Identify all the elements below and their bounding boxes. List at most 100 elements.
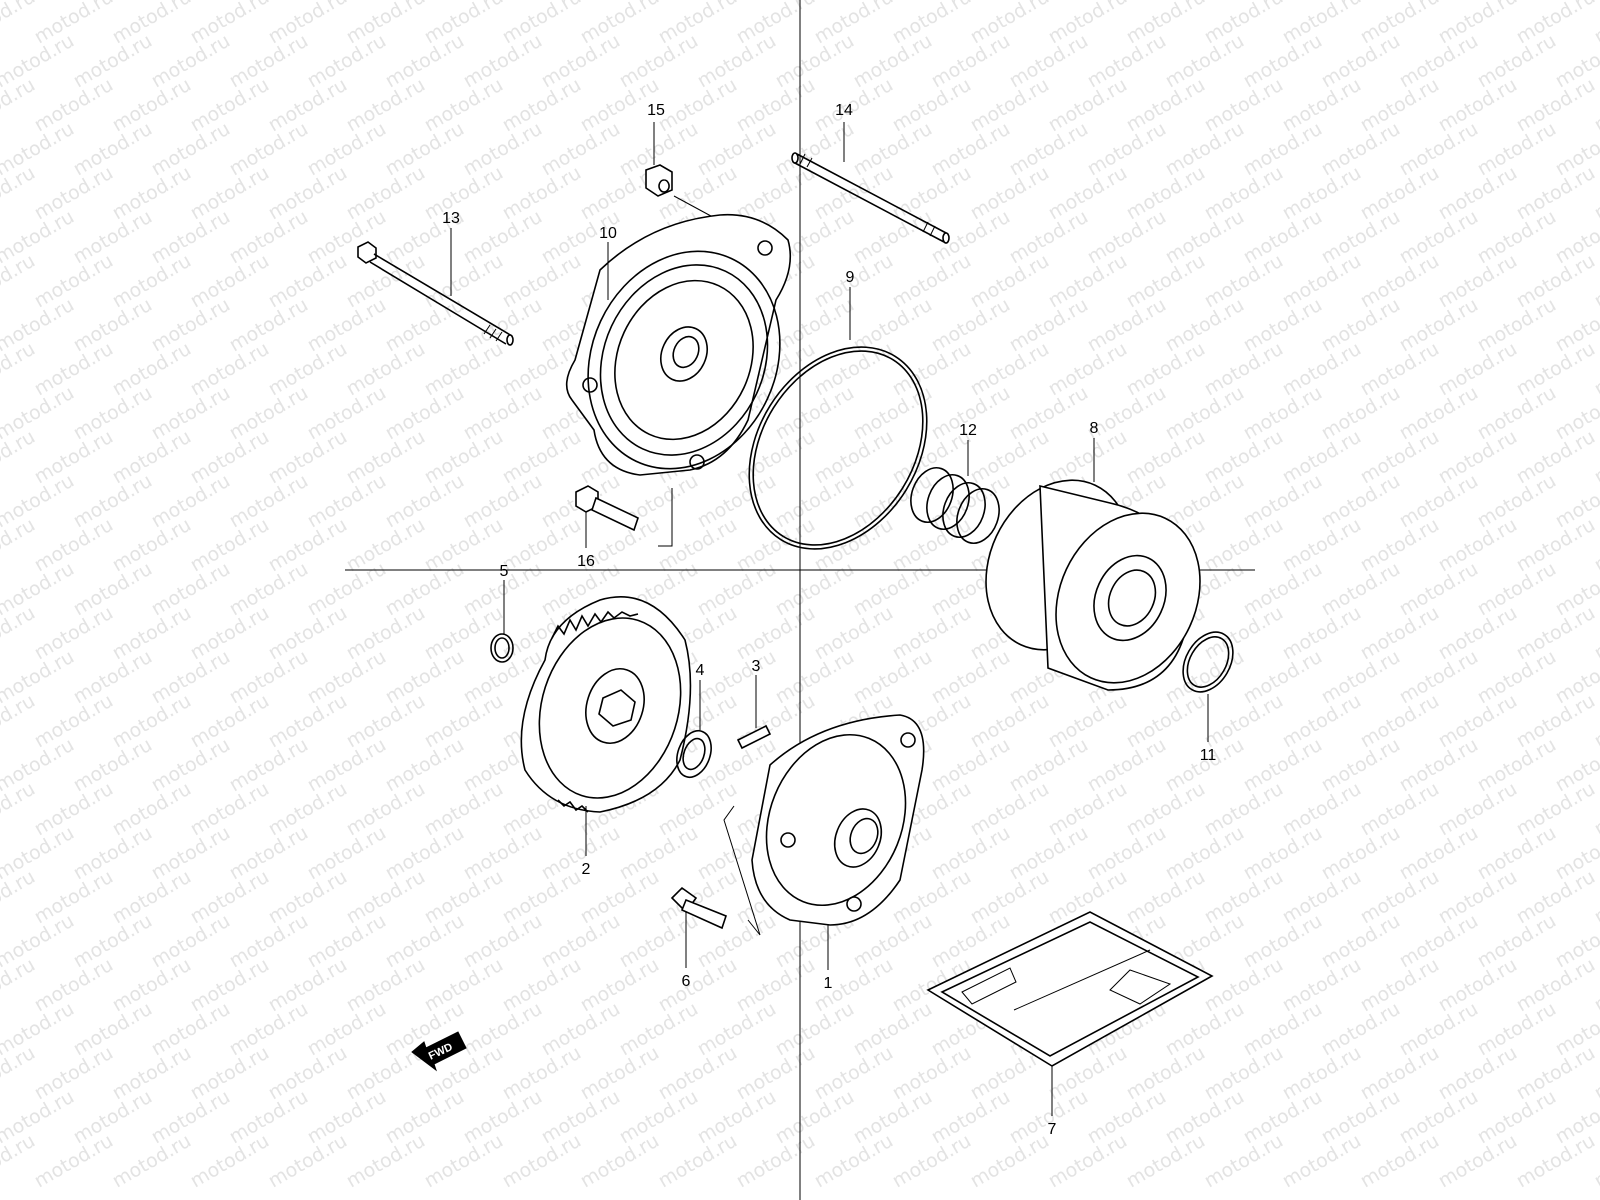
watermark-text: motod.ru	[265, 1042, 351, 1105]
watermark-text: motod.ru	[1357, 778, 1443, 841]
part-13-bolt[interactable]	[357, 241, 514, 346]
watermark-text: motod.ru	[226, 1086, 312, 1149]
watermark-text: motod.ru	[1396, 998, 1482, 1061]
watermark-text: motod.ru	[577, 0, 663, 48]
watermark-text: motod.ru	[733, 74, 819, 137]
callout-5[interactable]: 5	[500, 563, 509, 580]
watermark-text: motod.ru	[499, 426, 585, 489]
callout-14[interactable]: 14	[835, 102, 853, 119]
watermark-text: motod.ru	[889, 250, 975, 313]
watermark-text: motod.ru	[1240, 558, 1326, 621]
watermark-text: motod.ru	[421, 690, 507, 753]
watermark-text: motod.ru	[382, 646, 468, 709]
watermark-text: motod.ru	[1513, 602, 1599, 665]
part-5-circlip[interactable]	[490, 633, 514, 663]
watermark-text: motod.ru	[304, 646, 390, 709]
callout-7[interactable]: 7	[1048, 1121, 1057, 1138]
watermark-text: motod.ru	[226, 646, 312, 709]
watermark-text: motod.ru	[343, 0, 429, 48]
watermark-text: motod.ru	[265, 74, 351, 137]
callout-9[interactable]: 9	[846, 269, 855, 286]
callout-10[interactable]: 10	[599, 225, 617, 242]
callout-4[interactable]: 4	[696, 662, 705, 679]
callout-2[interactable]: 2	[582, 861, 591, 878]
callout-12[interactable]: 12	[959, 422, 977, 439]
part-14-stud[interactable]	[791, 152, 950, 244]
watermark-text: motod.ru	[70, 558, 156, 621]
watermark-text: motod.ru	[967, 0, 1053, 48]
watermark-text: motod.ru	[655, 778, 741, 841]
watermark-text: motod.ru	[1006, 822, 1092, 885]
watermark-text: motod.ru	[616, 1086, 702, 1149]
watermark-text: motod.ru	[1435, 162, 1521, 225]
watermark-text: motod.ru	[1357, 602, 1443, 665]
watermark-text: motod.ru	[265, 866, 351, 929]
callout-13[interactable]: 13	[442, 210, 460, 227]
watermark-text: motod.ru	[1162, 822, 1248, 885]
watermark-text: motod.ru	[382, 734, 468, 797]
watermark-text: motod.ru	[460, 382, 546, 445]
watermark-text: motod.ru	[265, 690, 351, 753]
watermark-text: motod.ru	[1279, 162, 1365, 225]
watermark-text: motod.ru	[655, 514, 741, 577]
watermark-text: motod.ru	[460, 294, 546, 357]
part-10-cover[interactable]	[553, 213, 814, 501]
callout-1[interactable]: 1	[824, 975, 833, 992]
watermark-text: motod.ru	[226, 734, 312, 797]
watermark-text: motod.ru	[148, 910, 234, 973]
watermark-text: motod.ru	[421, 954, 507, 1017]
watermark-text: motod.ru	[421, 162, 507, 225]
part-2-gear[interactable]	[517, 596, 703, 817]
part-1-pump-body[interactable]	[723, 714, 930, 936]
watermark-text: motod.ru	[1240, 734, 1326, 797]
watermark-text: motod.ru	[460, 470, 546, 533]
watermark-text: motod.ru	[382, 30, 468, 93]
part-8-oil-filter[interactable]	[959, 457, 1227, 707]
watermark-text: motod.ru	[1240, 206, 1326, 269]
watermark-text: motod.ru	[304, 382, 390, 445]
watermark-text: motod.ru	[1123, 250, 1209, 313]
watermark-text: motod.ru	[31, 778, 117, 841]
part-11-o-ring[interactable]	[1173, 623, 1243, 700]
watermark-text: motod.ru	[1045, 250, 1131, 313]
watermark-text: motod.ru	[265, 602, 351, 665]
part-9-o-ring[interactable]	[713, 314, 963, 582]
watermark-text: motod.ru	[304, 206, 390, 269]
watermark-text: motod.ru	[187, 162, 273, 225]
watermark-text: motod.ru	[1279, 690, 1365, 753]
watermark-text: motod.ru	[928, 734, 1014, 797]
watermark-text: motod.ru	[655, 954, 741, 1017]
watermark-text: motod.ru	[31, 690, 117, 753]
watermark-text: motod.ru	[889, 602, 975, 665]
part-16-bolt[interactable]	[575, 485, 673, 547]
watermark-text: motod.ru	[577, 1042, 663, 1105]
watermark-text: motod.ru	[460, 822, 546, 885]
part-3-pin[interactable]	[736, 724, 772, 750]
watermark-text: motod.ru	[1357, 0, 1443, 48]
watermark-text: motod.ru	[928, 646, 1014, 709]
watermark-text: motod.ru	[577, 1130, 663, 1193]
part-6-screw[interactable]	[670, 886, 727, 930]
callout-11[interactable]: 11	[1200, 747, 1217, 764]
watermark-text: motod.ru	[31, 954, 117, 1017]
part-12-spring[interactable]	[904, 462, 1007, 549]
watermark-text: motod.ru	[226, 470, 312, 533]
callout-8[interactable]: 8	[1090, 420, 1099, 437]
watermark-text: motod.ru	[1240, 118, 1326, 181]
watermark-text: motod.ru	[1123, 0, 1209, 48]
callout-15[interactable]: 15	[647, 102, 665, 119]
callout-3[interactable]: 3	[752, 658, 761, 675]
part-4-washer[interactable]	[671, 726, 717, 782]
watermark-text: motod.ru	[1084, 30, 1170, 93]
part-7-strainer[interactable]	[926, 911, 1214, 1067]
watermark-text: motod.ru	[1318, 910, 1404, 973]
watermark-text: motod.ru	[772, 118, 858, 181]
watermark-text: motod.ru	[1045, 338, 1131, 401]
watermark-text: motod.ru	[1357, 690, 1443, 753]
callout-6[interactable]: 6	[682, 973, 691, 990]
watermark-text: motod.ru	[850, 1086, 936, 1149]
callout-16[interactable]: 16	[577, 553, 595, 570]
watermark-text: motod.ru	[694, 118, 780, 181]
watermark-text: motod.ru	[460, 30, 546, 93]
watermark-text: motod.ru	[70, 294, 156, 357]
